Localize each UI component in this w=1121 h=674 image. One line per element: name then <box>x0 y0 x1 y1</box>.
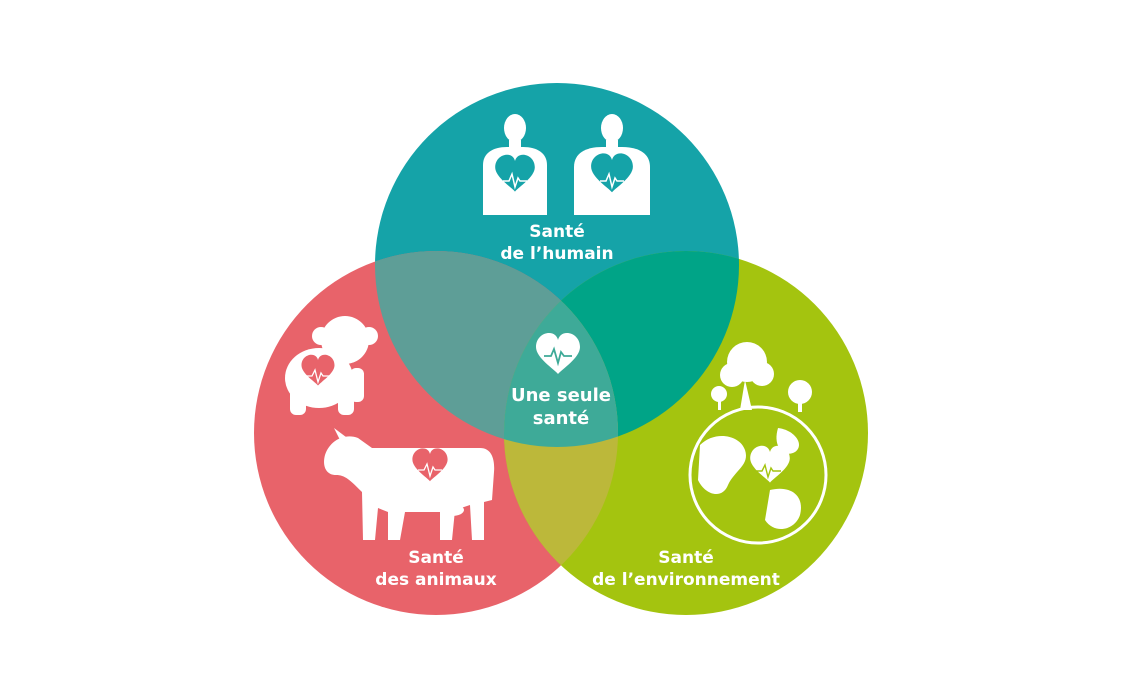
animal-health-label-line2: des animaux <box>375 570 496 590</box>
environment-health-label-line1: Santé <box>658 548 713 568</box>
earth-trees-icon <box>688 342 828 545</box>
human-torso-icon <box>483 114 547 215</box>
human-health-label-line2: de l’humain <box>500 244 613 264</box>
environment-health-label-line2: de l’environnement <box>592 570 780 590</box>
center-label-line2: santé <box>533 408 590 429</box>
heart-pulse-icon <box>536 333 580 374</box>
animal-health-label-line1: Santé <box>408 548 463 568</box>
human-torso-icon <box>574 114 650 215</box>
center-label-line1: Une seule <box>511 385 611 406</box>
monkey-icon <box>285 316 378 415</box>
cow-icon <box>324 428 495 540</box>
human-health-label-line1: Santé <box>529 222 584 242</box>
